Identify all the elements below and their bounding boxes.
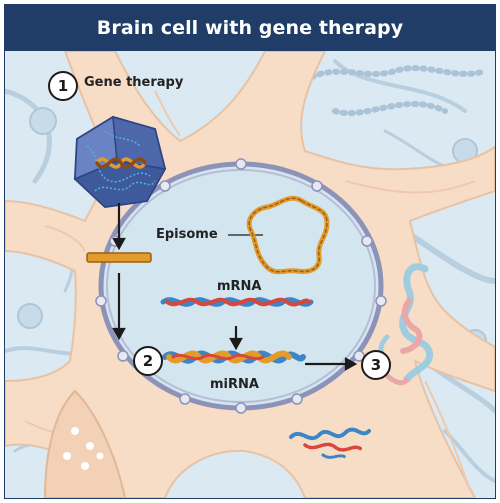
diagram-canvas [5,51,495,498]
figure-title: Brain cell with gene therapy [5,5,495,51]
synaptic-vesicle [43,389,127,498]
figure-frame: Brain cell with gene therapy [4,4,496,499]
mrna-label: mRNA [217,279,262,294]
nuclear-pores [95,158,387,414]
transgene-bar-icon [86,252,152,263]
nucleus [95,158,387,414]
step-1-marker: 1 [48,71,78,101]
arrows [112,203,358,371]
episome-ring-icon [246,195,330,275]
episome-label: Episome [156,227,218,242]
mrna-strand-icon [160,297,314,307]
step-2-marker: 2 [133,346,163,376]
viral-capsid-icon [73,115,167,209]
step-3-marker: 3 [361,350,391,380]
step-1-label: Gene therapy [84,75,184,90]
mirna-label: miRNA [210,377,259,392]
mirna-duplex-icon [162,350,306,364]
background-beaded-axon [302,65,488,117]
degraded-rna-bottom-icon [289,427,371,459]
